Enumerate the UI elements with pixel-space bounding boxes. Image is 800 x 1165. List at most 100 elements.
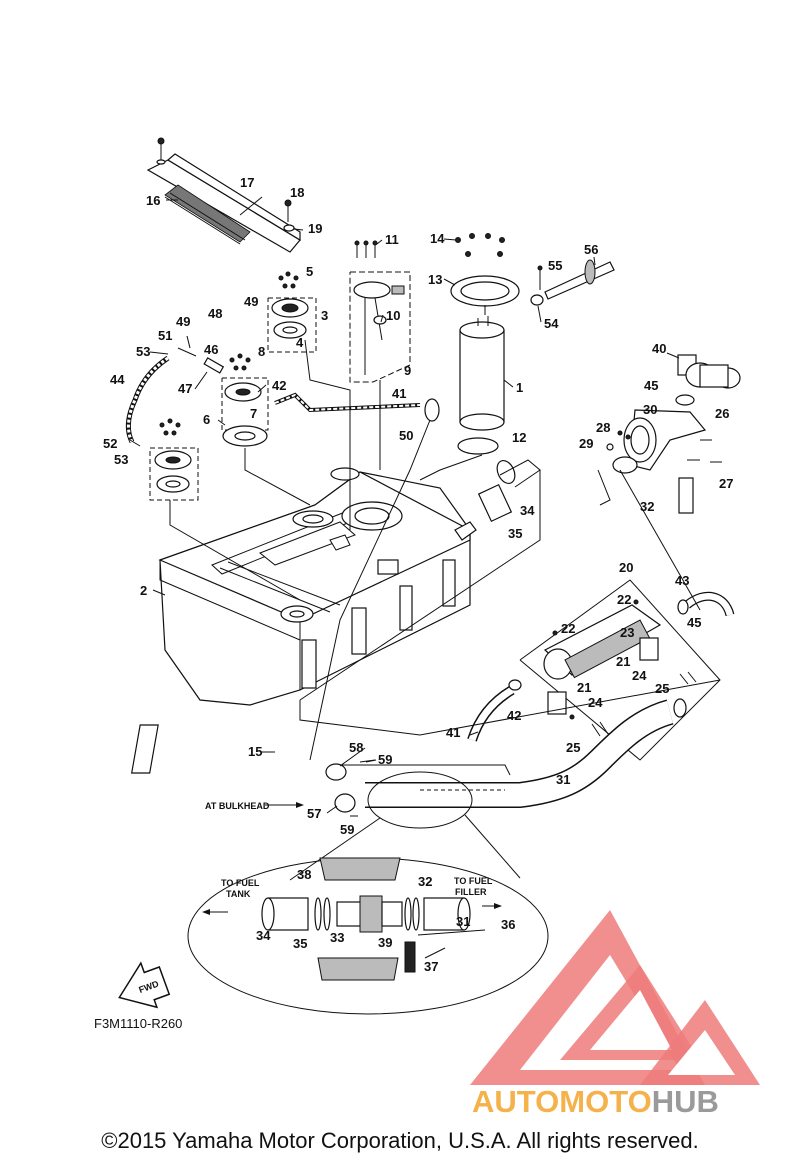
callout-50: 50 <box>399 428 413 443</box>
callout-59a: 59 <box>378 752 392 767</box>
detail-joint-assembly <box>261 895 471 933</box>
callout-13: 13 <box>428 272 442 287</box>
callout-14: 14 <box>430 231 445 246</box>
part-19-washer <box>283 224 295 232</box>
part-57-plate <box>334 793 356 813</box>
callout-40: 40 <box>652 341 666 356</box>
note-to-fuel-tank-1: TO FUEL <box>221 878 260 888</box>
callout-18: 18 <box>290 185 304 200</box>
figure-code: F3M1110-R260 <box>94 1016 182 1031</box>
part-20-canister-assembly <box>519 579 721 761</box>
part-15-label <box>130 724 159 774</box>
callout-41a: 41 <box>392 386 406 401</box>
callout-41b: 41 <box>446 725 460 740</box>
callout-45b: 45 <box>687 615 701 630</box>
callout-15: 15 <box>248 744 262 759</box>
callout-25a: 25 <box>655 681 669 696</box>
part-3-4-5-lower-assembly <box>149 418 199 501</box>
part-6-7-8-assembly <box>221 353 269 447</box>
leader-lines <box>169 305 721 761</box>
callout-32b: 32 <box>418 874 432 889</box>
callout-20: 20 <box>619 560 633 575</box>
callout-19: 19 <box>308 221 322 236</box>
callout-44: 44 <box>110 372 125 387</box>
callout-35a: 35 <box>508 526 522 541</box>
part-2-fuel-tank <box>158 467 477 706</box>
callout-22a: 22 <box>617 592 631 607</box>
watermark-logo <box>470 910 760 1085</box>
part-46-tag <box>203 357 225 374</box>
part-55-clamp <box>537 265 543 290</box>
part-28-29-washers <box>606 430 631 451</box>
part-50-ring <box>424 398 440 422</box>
callout-34a: 34 <box>520 503 535 518</box>
callout-42a: 42 <box>272 378 286 393</box>
part-38-cover-detail <box>319 857 401 881</box>
callout-12: 12 <box>512 430 526 445</box>
callout-5: 5 <box>306 264 313 279</box>
part-13-retaining-ring <box>450 275 520 307</box>
callout-34b: 34 <box>256 928 271 943</box>
part-34-35-filler-joint <box>477 459 541 523</box>
callout-53b: 53 <box>114 452 128 467</box>
part-1-fuel-pump <box>459 316 505 431</box>
callout-28: 28 <box>596 420 610 435</box>
part-49-clip <box>186 335 191 349</box>
callout-10: 10 <box>386 308 400 323</box>
callout-21b: 21 <box>577 680 591 695</box>
callout-2: 2 <box>140 583 147 598</box>
callout-47: 47 <box>178 381 192 396</box>
callout-35b: 35 <box>293 936 307 951</box>
callout-38: 38 <box>297 867 311 882</box>
callout-59b: 59 <box>340 822 354 837</box>
callout-48: 48 <box>208 306 222 321</box>
part-27-screws <box>687 439 722 463</box>
watermark-text-a: AUTOMOTO <box>472 1084 652 1119</box>
callout-4: 4 <box>296 335 304 350</box>
callout-16: 16 <box>146 193 160 208</box>
part-39-36-37-detail <box>404 929 486 973</box>
part-9-fuel-sender-group <box>349 271 411 383</box>
callout-53a: 53 <box>136 344 150 359</box>
part-42-clamp-lower <box>508 679 522 691</box>
callout-26: 26 <box>715 406 729 421</box>
callout-54: 54 <box>544 316 559 331</box>
callout-leader-lines <box>149 196 680 814</box>
part-40-filler-cap <box>677 354 741 389</box>
callout-31a: 31 <box>556 772 570 787</box>
watermark-text: AUTOMOTOHUB <box>472 1084 719 1119</box>
fwd-arrow-icon: FWD <box>118 961 171 1009</box>
callout-52: 52 <box>103 436 117 451</box>
callout-25b: 25 <box>566 740 580 755</box>
part-52-clip <box>129 439 141 447</box>
part-26-30-filler-neck <box>612 409 707 474</box>
detail-callout-circle <box>367 771 473 829</box>
watermark-text-b: HUB <box>652 1084 719 1119</box>
callout-31b: 31 <box>456 914 470 929</box>
callout-30: 30 <box>643 402 657 417</box>
copyright-notice: ©2015 Yamaha Motor Corporation, U.S.A. A… <box>101 1128 699 1153</box>
callout-24a: 24 <box>632 668 647 683</box>
note-at-bulkhead: AT BULKHEAD <box>205 801 270 811</box>
callout-32a: 32 <box>640 499 654 514</box>
callout-24b: 24 <box>588 695 603 710</box>
part-lower-neck-hose <box>678 477 694 514</box>
callout-36: 36 <box>501 917 515 932</box>
part-45-clamp-upper <box>675 394 695 406</box>
callout-49a: 49 <box>244 294 258 309</box>
callout-7: 7 <box>250 406 257 421</box>
callout-46: 46 <box>204 342 218 357</box>
note-to-fuel-tank-2: TANK <box>226 889 251 899</box>
part-58-plate <box>325 763 347 781</box>
callout-23: 23 <box>620 625 634 640</box>
note-to-fuel-filler-2: FILLER <box>455 887 487 897</box>
part-25-screws <box>591 671 697 737</box>
part-56-vent-pipe <box>544 259 615 300</box>
callout-42b: 42 <box>507 708 521 723</box>
part-44-hose <box>125 355 170 444</box>
callout-39: 39 <box>378 935 392 950</box>
part-3-4-5-upper-assembly <box>267 271 317 353</box>
note-to-fuel-filler-1: TO FUEL <box>454 876 493 886</box>
callout-57: 57 <box>307 806 321 821</box>
